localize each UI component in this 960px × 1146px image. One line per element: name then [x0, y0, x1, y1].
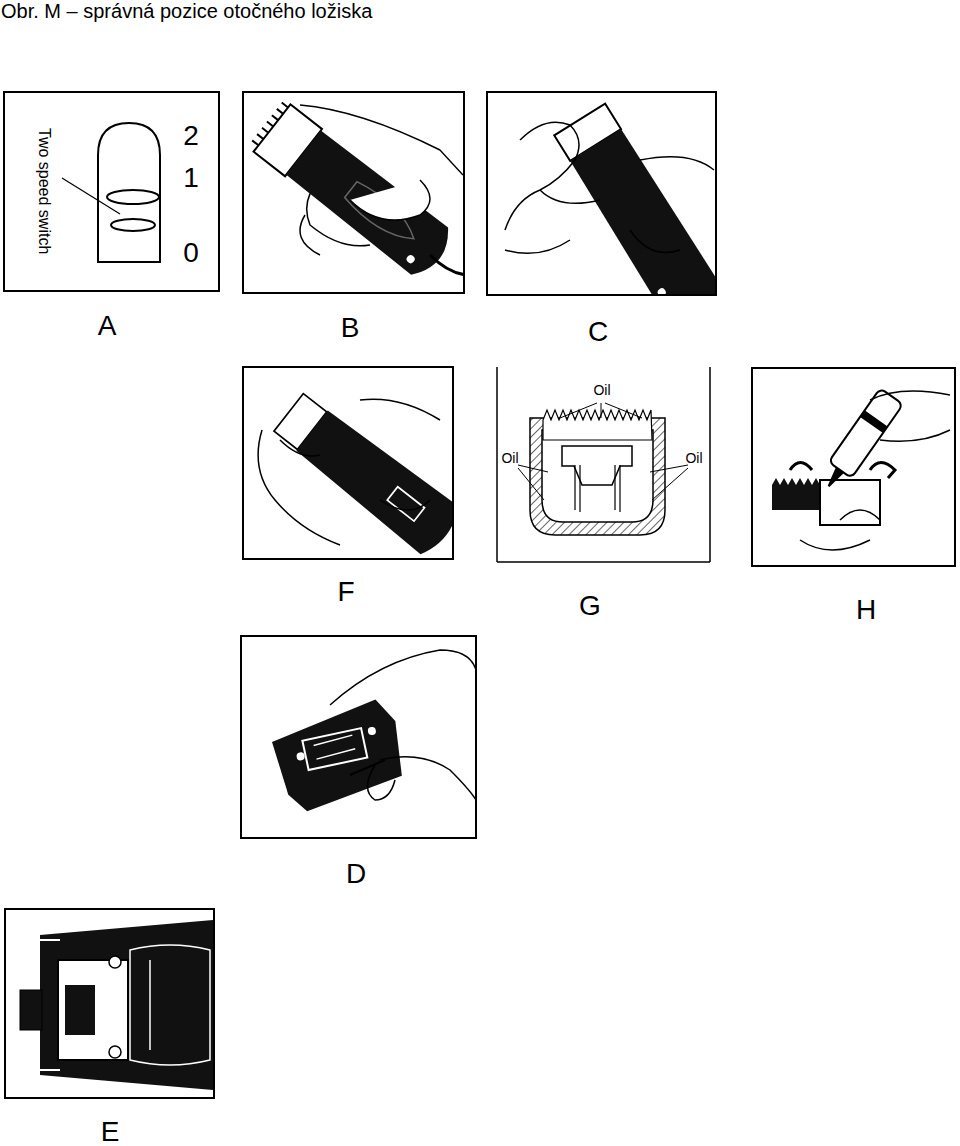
- panel-letter: F: [337, 578, 354, 606]
- speed-number: 2: [183, 122, 199, 150]
- panel-e: [5, 909, 214, 1098]
- panel-letter: E: [101, 1118, 120, 1146]
- oil-label: Oil: [685, 451, 702, 465]
- panel-g: [497, 367, 710, 562]
- panel-h: [752, 368, 955, 566]
- oil-label: Oil: [593, 383, 610, 397]
- speed-number: 0: [183, 239, 199, 267]
- panel-c: [487, 92, 734, 340]
- speed-number: 1: [183, 164, 199, 192]
- panel-b: [243, 92, 470, 293]
- panel-letter: B: [341, 314, 360, 342]
- panel-letter: G: [579, 592, 601, 620]
- switch-label: Two speed switch: [36, 128, 52, 254]
- panel-letter: D: [346, 860, 366, 888]
- panel-letter: C: [588, 318, 608, 346]
- panel-d: [241, 636, 476, 838]
- panel-a: [4, 92, 219, 291]
- oil-label: Oil: [501, 451, 518, 465]
- figure-title: Obr. M – správná pozice otočného ložiska: [1, 1, 372, 21]
- panel-f: [243, 367, 465, 559]
- panel-letter: H: [856, 596, 876, 624]
- panel-letter: A: [98, 312, 117, 340]
